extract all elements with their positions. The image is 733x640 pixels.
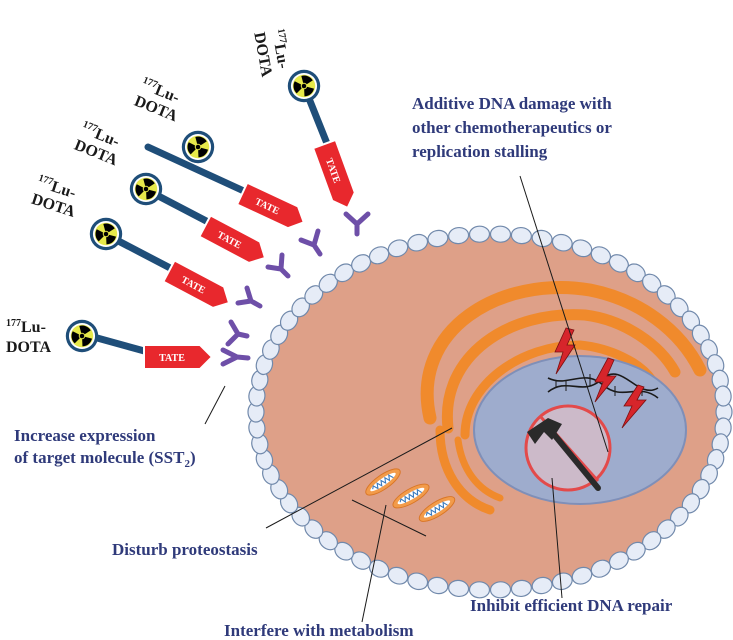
membrane-bead	[448, 226, 470, 245]
membrane-bead	[531, 229, 553, 248]
membrane-bead	[489, 581, 512, 599]
membrane-bead	[387, 239, 409, 258]
membrane-bead	[407, 233, 429, 252]
svg-text:DOTA: DOTA	[250, 31, 275, 79]
membrane-bead	[427, 229, 449, 248]
svg-text:DOTA: DOTA	[6, 339, 51, 356]
cell-membrane	[247, 225, 733, 599]
membrane-bead	[510, 226, 532, 245]
cell	[247, 225, 733, 599]
isotope-label: 177Lu- DOTA	[250, 28, 293, 79]
tate-tag: TATE	[143, 344, 214, 370]
membrane-bead	[448, 579, 470, 598]
membrane-bead	[571, 566, 593, 585]
sst2-receptors	[220, 211, 371, 367]
proteostasis-label: Disturb proteostasis	[112, 540, 258, 559]
tate-label: TATE	[159, 353, 185, 364]
radiation-trefoil-icon	[287, 69, 321, 103]
membrane-bead	[510, 579, 532, 598]
svg-text:177Lu-: 177Lu-	[35, 173, 79, 202]
membrane-bead	[714, 385, 732, 407]
radiation-trefoil-icon	[65, 319, 99, 353]
membrane-bead	[489, 225, 512, 243]
metabolism-label: Interfere with metabolism	[224, 621, 413, 640]
lightning-icon	[554, 327, 647, 429]
svg-text:177Lu-: 177Lu-	[268, 28, 293, 70]
membrane-bead	[468, 581, 491, 599]
radiation-trefoil-icon	[181, 130, 215, 164]
radiation-trefoil-icon	[89, 217, 123, 251]
dna-repair-label: Inhibit efficient DNA repair	[470, 596, 673, 615]
tate-tag: TATE	[161, 259, 231, 310]
radiation-trefoil-icon	[129, 172, 163, 206]
membrane-bead	[468, 225, 491, 243]
membrane-bead	[427, 576, 449, 595]
isotope-label: 177Lu- DOTA	[6, 318, 51, 356]
membrane-bead	[531, 576, 553, 595]
svg-text:177Lu-: 177Lu-	[6, 318, 46, 336]
hammer-icon	[527, 418, 601, 491]
isotope-label: 177Lu- DOTA	[29, 173, 79, 221]
tate-tag: TATE	[197, 214, 267, 265]
tate-tag: TATE	[235, 181, 306, 230]
isotope-label: 177Lu- DOTA	[72, 119, 123, 169]
svg-text:177Lu-: 177Lu-	[79, 119, 123, 151]
tate-tag: TATE	[311, 138, 356, 210]
isotope-label: 177Lu- DOTA	[132, 75, 182, 125]
leader-lines	[204, 175, 609, 623]
